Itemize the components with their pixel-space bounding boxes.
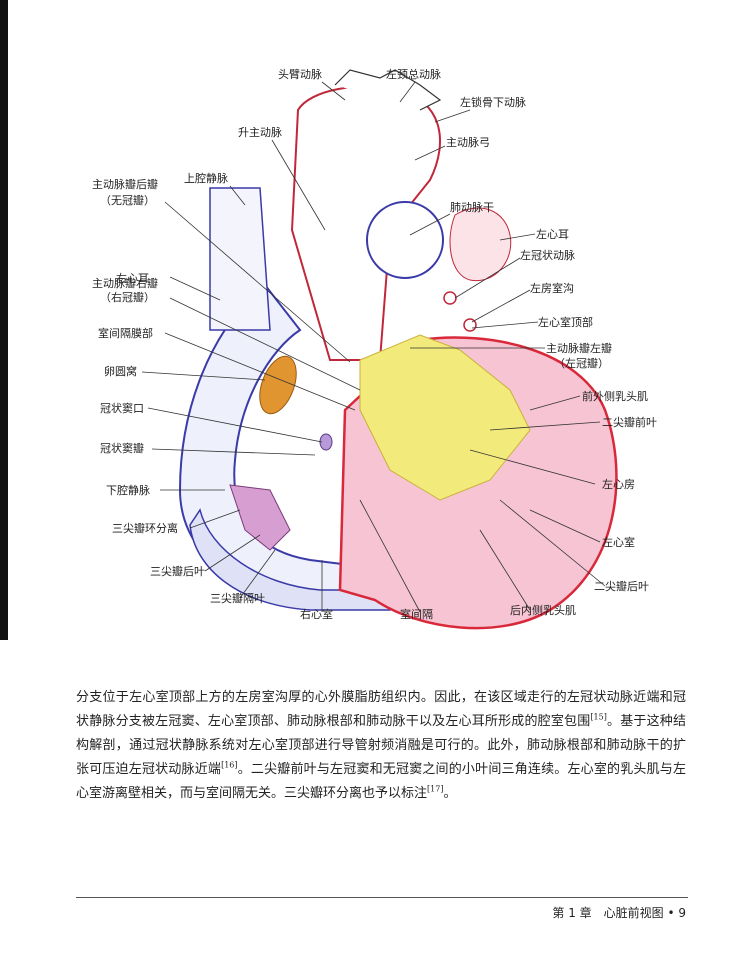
body-text-part4: 。 [443, 786, 457, 801]
label-cs-valve: 冠状窦瓣 [100, 441, 144, 455]
footer-rule [76, 897, 688, 898]
label-right-atrial-appendage: 右心耳 [116, 271, 149, 285]
label-pulmonary-trunk: 肺动脉干 [450, 200, 494, 214]
label-brachiocephalic: 头臂动脉 [278, 67, 322, 81]
heart-diagram: 头臂动脉 左颈总动脉 左锁骨下动脉 升主动脉 主动脉弓 上腔静脉 肺动脉干 主动… [92, 67, 657, 630]
label-membranous-septum: 室间隔膜部 [98, 326, 153, 340]
label-ascending-aorta: 升主动脉 [238, 125, 282, 139]
label-left-subclavian: 左锁骨下动脉 [460, 95, 526, 109]
label-left-atrium: 左心房 [602, 478, 635, 491]
label-mitral-posterior-leaflet: 二尖瓣后叶 [594, 579, 649, 593]
label-left-ventricle: 左心室 [602, 535, 635, 549]
label-left-coronary-artery: 左冠状动脉 [520, 248, 575, 262]
page-number: 9 [678, 906, 686, 920]
body-text-part3: 。二尖瓣前叶与左冠窦和无冠窦之间的小叶间三角连续。左心室的乳头肌与左心室游离壁相… [76, 762, 686, 801]
footer-separator: • [663, 906, 679, 920]
figure-labels: 头臂动脉 左颈总动脉 左锁骨下动脉 升主动脉 主动脉弓 上腔静脉 肺动脉干 主动… [92, 67, 657, 621]
label-left-atrial-appendage: 左心耳 [536, 228, 569, 241]
label-ncc-line1: 主动脉瓣后瓣 [92, 177, 158, 191]
page-edge-strip [0, 0, 8, 640]
label-rcc-line2: （右冠瓣） [100, 290, 155, 304]
tricuspid-leaflet-shape [229, 484, 291, 551]
reference-17: [17] [427, 784, 444, 794]
label-anterolateral-papillary: 前外侧乳头肌 [582, 389, 648, 403]
body-paragraph: 分支位于左心室顶部上方的左房室沟厚的心外膜脂肪组织内。因此，在该区域走行的左冠状… [76, 686, 686, 806]
label-lcc-line2: （左冠瓣） [554, 356, 609, 370]
body-text-part1: 分支位于左心室顶部上方的左房室沟厚的心外膜脂肪组织内。因此，在该区域走行的左冠状… [76, 690, 686, 729]
label-left-common-carotid: 左颈总动脉 [386, 67, 441, 81]
label-left-av-groove: 左房室沟 [530, 281, 574, 295]
label-posteromedial-papillary: 后内侧乳头肌 [510, 603, 576, 617]
left-atrial-appendage-shape [449, 207, 512, 282]
heart-anatomy-figure: 头臂动脉 左颈总动脉 左锁骨下动脉 升主动脉 主动脉弓 上腔静脉 肺动脉干 主动… [60, 30, 700, 640]
label-tricuspid-septal: 三尖瓣隔叶 [210, 591, 265, 605]
page-footer: 第 1 章 心脏前视图 • 9 [552, 904, 686, 921]
label-tricuspid-posterior: 三尖瓣后叶 [150, 564, 205, 578]
label-lcc-line1: 主动脉瓣左瓣 [546, 341, 612, 355]
chapter-title: 第 1 章 心脏前视图 [552, 906, 664, 920]
left-coronary-circle [443, 291, 457, 305]
reference-15: [15] [590, 712, 607, 722]
label-ivc: 下腔静脉 [106, 483, 150, 497]
label-svc: 上腔静脉 [184, 171, 228, 185]
leader-lines [141, 81, 606, 613]
label-mitral-anterior-leaflet: 二尖瓣前叶 [602, 415, 657, 429]
label-ventricular-septum: 室间隔 [400, 607, 433, 621]
label-right-ventricle: 右心室 [300, 607, 333, 621]
label-tricuspid-annulus-separation: 三尖瓣环分离 [112, 521, 178, 535]
label-rcc-line1: 主动脉瓣右瓣 [92, 276, 158, 290]
valve-complex [359, 334, 531, 501]
label-fossa-ovalis: 卵圆窝 [104, 364, 137, 378]
reference-16: [16] [221, 760, 238, 770]
pulmonary-trunk-shape [366, 201, 444, 279]
body-text-part2: 。基于这种结构解剖，通过冠状静脉系统对左心室顶部进行导管射频消融是可行的。此外，… [76, 714, 686, 777]
label-ncc-line2: （无冠瓣） [100, 193, 155, 207]
label-aortic-arch: 主动脉弓 [446, 135, 490, 149]
svc-shape [209, 187, 271, 331]
aortic-arch-branches [334, 69, 442, 111]
ivc-outline [189, 508, 391, 611]
label-cs-ostium: 冠状窦口 [100, 401, 144, 415]
label-lv-summit: 左心室顶部 [538, 315, 593, 329]
